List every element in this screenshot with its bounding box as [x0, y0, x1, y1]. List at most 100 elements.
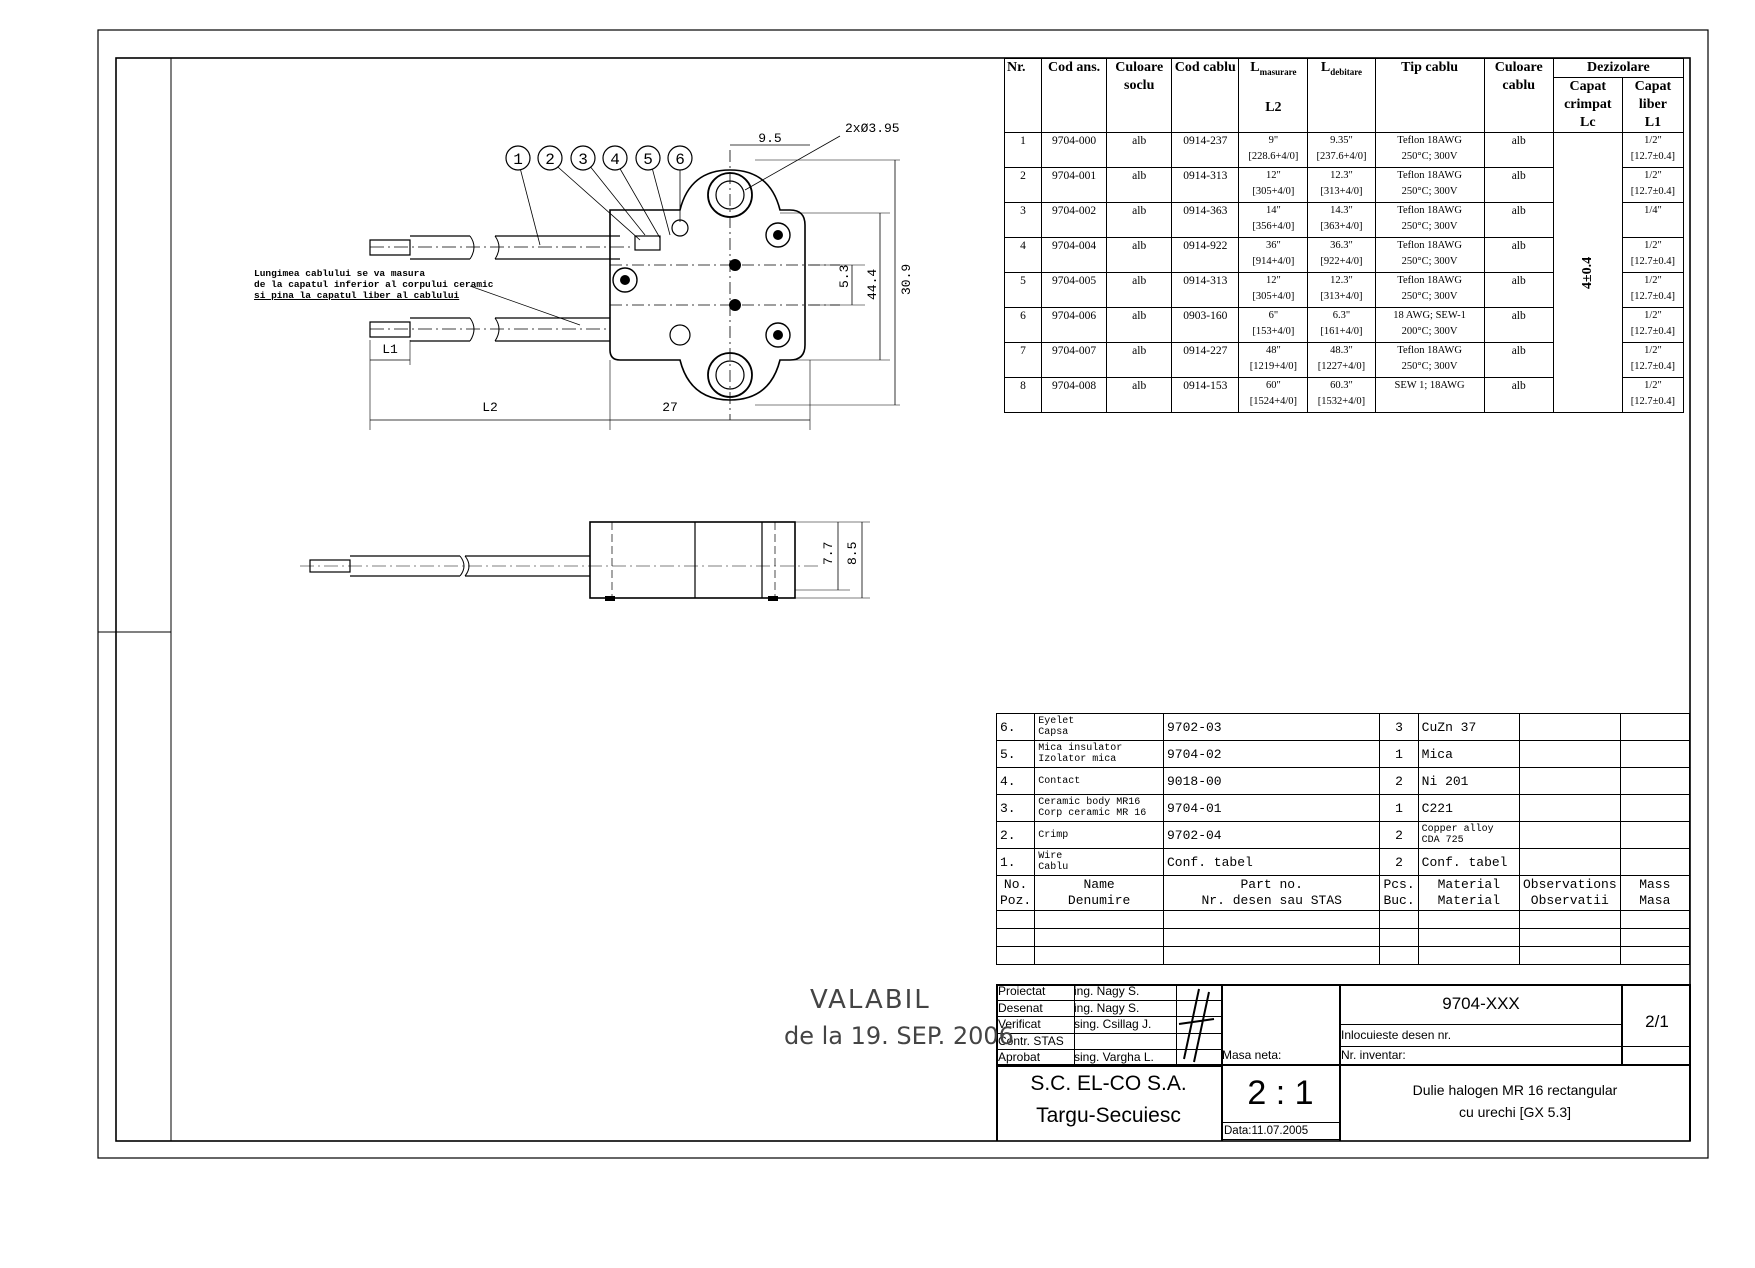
th-l1: L1	[1644, 115, 1662, 130]
approval-row: Proiectat ing. Nagy S.	[998, 984, 1222, 1001]
cell-cod-ans: 9704-004	[1052, 240, 1097, 252]
cell-tip-cablu: Teflon 18AWG	[1397, 275, 1462, 286]
cell-l-masurare-mm: [153+4/0]	[1252, 326, 1295, 337]
inventory-label: Nr. inventar:	[1341, 1048, 1406, 1062]
approval-role: Aprobat	[998, 1050, 1041, 1065]
cell-tip-cablu-rating: 250°C; 300V	[1401, 186, 1458, 197]
callout-1: 1	[513, 151, 523, 169]
cell-culoare-cablu: alb	[1511, 275, 1526, 287]
dim-9-5: 9.5	[758, 131, 781, 146]
bom-blank-row	[995, 928, 1691, 947]
th-capat-crimpat: Capat crimpat Lc	[1552, 77, 1623, 133]
cell-l-debitare: 14.3"	[1330, 205, 1353, 216]
approval-name: sing. Csillag J.	[1074, 1017, 1152, 1032]
cell-culoare-soclu: alb	[1132, 380, 1147, 392]
cell-l-masurare: 60"	[1265, 380, 1281, 391]
bom-name: Ceramic body MR16	[1038, 797, 1141, 808]
validity-stamp-title: VALABIL	[810, 985, 931, 1015]
th-culoare-soclu: Culoare soclu	[1106, 58, 1173, 133]
bom-header-ro: Observatii	[1530, 893, 1609, 908]
th-l-masurare: Lmasurare L2	[1238, 58, 1309, 133]
approval-role: Contr. STAS	[998, 1033, 1064, 1048]
bom-name: Eyelet	[1038, 716, 1075, 727]
cell-l-debitare-mm: [1227+4/0]	[1317, 361, 1366, 372]
cell-culoare-soclu: alb	[1132, 205, 1147, 217]
cell-nr: 1	[1020, 135, 1026, 147]
signature-mark	[1178, 988, 1215, 1063]
bom-header-ro: Denumire	[1067, 893, 1131, 908]
cell-l1: 1/2"	[1644, 275, 1662, 286]
cell-l-masurare-mm: [228.6+4/0]	[1248, 151, 1299, 162]
bom-header-ro: Nr. desen sau STAS	[1201, 893, 1342, 908]
cell-l-masurare: 9"	[1268, 135, 1279, 146]
cell-tip-cablu: SEW 1; 18AWG	[1394, 380, 1465, 391]
cell-culoare-soclu: alb	[1132, 240, 1147, 252]
approval-name: ing. Nagy S.	[1074, 984, 1140, 998]
approval-role: Desenat	[998, 1000, 1043, 1015]
th-lc: Lc	[1580, 115, 1596, 130]
cell-tip-cablu: Teflon 18AWG	[1397, 170, 1462, 181]
bom-header: Part no.	[1240, 877, 1303, 892]
cell-l-debitare-mm: [922+4/0]	[1320, 256, 1363, 267]
variant-table: Nr. Cod ans. Culoare soclu Cod cablu Lma…	[1003, 58, 1685, 413]
cell-l-debitare-mm: [161+4/0]	[1320, 326, 1363, 337]
cell-culoare-soclu: alb	[1132, 345, 1147, 357]
cell-l-debitare-mm: [313+4/0]	[1320, 291, 1363, 302]
cell-culoare-cablu: alb	[1511, 170, 1526, 182]
bom-part: 9018-00	[1166, 773, 1222, 789]
approval-name: ing. Nagy S.	[1074, 1000, 1140, 1015]
dim-holes: 2xØ3.95	[845, 121, 900, 136]
bom-part: 9702-04	[1166, 827, 1222, 843]
cell-l-masurare-mm: [305+4/0]	[1252, 186, 1295, 197]
approval-role: Proiectat	[998, 984, 1046, 998]
cell-l1-mm: [12.7±0.4]	[1630, 291, 1676, 302]
scale: 2 : 1	[1247, 1074, 1314, 1112]
cell-l1: 1/4"	[1644, 205, 1662, 216]
dim-5-3: 5.3	[837, 265, 852, 288]
cell-l-debitare: 12.3"	[1330, 170, 1353, 181]
callout-6: 6	[675, 151, 685, 169]
cell-tip-cablu-rating: 200°C; 300V	[1401, 326, 1458, 337]
approval-row: Desenat ing. Nagy S.	[998, 1001, 1222, 1018]
th-capat-liber-label: Capat liber	[1634, 79, 1672, 112]
side-view-drawing: 7.7 8.5	[300, 521, 870, 601]
bom-name-ro: Capsa	[1038, 727, 1069, 738]
cell-l-debitare: 36.3"	[1330, 240, 1353, 251]
cell-l-masurare: 14"	[1265, 205, 1281, 216]
bom-header-ro: Masa	[1639, 893, 1671, 908]
drawing-date: Data:11.07.2005	[1224, 1125, 1309, 1137]
dim-27: 27	[662, 400, 678, 415]
cell-l-masurare-mm: [305+4/0]	[1252, 291, 1295, 302]
bom-name: Mica insulator	[1038, 743, 1123, 754]
cell-l1-mm: [12.7±0.4]	[1630, 151, 1676, 162]
cell-l-masurare: 36"	[1265, 240, 1281, 251]
cell-l1-mm: [12.7±0.4]	[1630, 361, 1676, 372]
cell-culoare-cablu: alb	[1511, 380, 1526, 392]
bom-part: 9704-01	[1166, 800, 1222, 816]
cell-tip-cablu-rating: 250°C; 300V	[1401, 151, 1458, 162]
cell-lc-value: 4±0.4	[1579, 256, 1595, 289]
th-l-masurare-l: L	[1250, 60, 1260, 75]
cell-cod-ans: 9704-008	[1052, 380, 1097, 392]
masa-neta-label: Masa neta:	[1222, 1048, 1282, 1062]
cell-l-masurare-mm: [914+4/0]	[1252, 256, 1295, 267]
cell-l-masurare: 12"	[1265, 170, 1281, 181]
th-tip-cablu: Tip cablu	[1374, 58, 1485, 133]
th-culoare-cablu: Culoare cablu	[1483, 58, 1554, 133]
bom-no: 3.	[1000, 800, 1016, 816]
cell-l-debitare: 9.35"	[1330, 135, 1353, 146]
cell-l1-mm: [12.7±0.4]	[1630, 256, 1676, 267]
dim-30-9: 30.9	[899, 264, 914, 295]
title-block: Proiectat ing. Nagy S. Desenat ing. Nagy S.…	[996, 984, 1691, 1141]
cell-nr: 8	[1020, 380, 1026, 392]
cell-l-masurare: 12"	[1265, 275, 1281, 286]
approval-role: Verificat	[998, 1017, 1041, 1032]
top-view-drawing: 1 2 3 4 5 6 9.5 2xØ3.95 5.3 44.4 30.9 L1…	[369, 121, 914, 430]
bom-no: 2.	[1000, 827, 1016, 843]
bom-header-ro: Material	[1437, 893, 1501, 908]
company-name: S.C. EL-CO S.A.	[1030, 1072, 1187, 1095]
cell-nr: 7	[1020, 345, 1026, 357]
